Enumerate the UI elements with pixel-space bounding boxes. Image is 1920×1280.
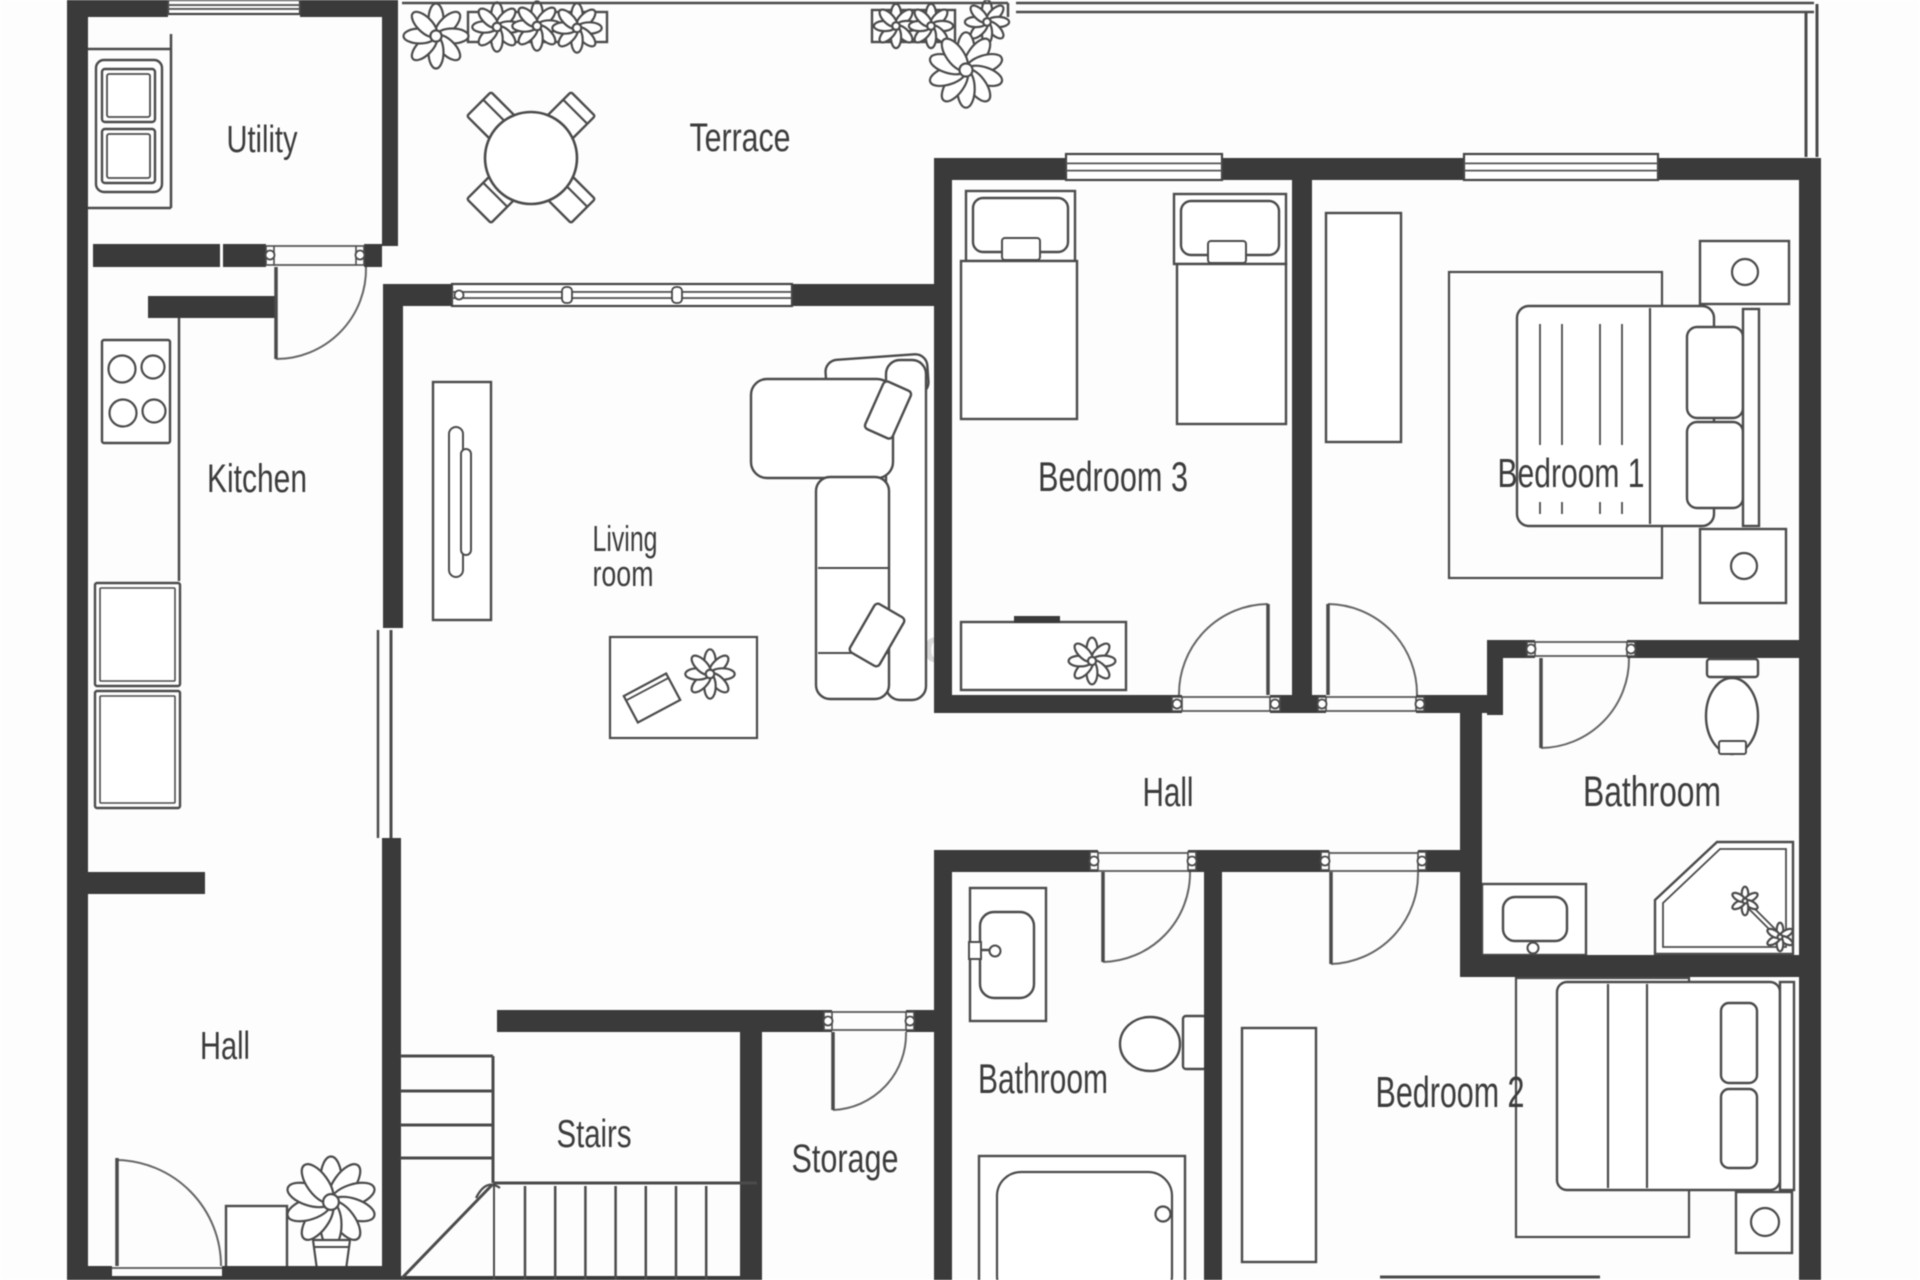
svg-text:Hall: Hall bbox=[200, 1025, 250, 1068]
svg-text:Storage: Storage bbox=[792, 1137, 899, 1181]
svg-text:Bedroom 2: Bedroom 2 bbox=[1376, 1068, 1525, 1117]
svg-text:Bedroom 1: Bedroom 1 bbox=[1498, 450, 1645, 496]
svg-text:Hall: Hall bbox=[1143, 769, 1194, 815]
svg-text:Stairs: Stairs bbox=[557, 1113, 632, 1156]
svg-text:room: room bbox=[593, 553, 654, 594]
svg-text:Bedroom 3: Bedroom 3 bbox=[1038, 453, 1188, 500]
svg-text:Bathroom: Bathroom bbox=[1583, 768, 1721, 816]
svg-text:Utility: Utility bbox=[227, 119, 298, 161]
svg-text:Bathroom: Bathroom bbox=[978, 1055, 1108, 1102]
svg-text:Terrace: Terrace bbox=[690, 116, 791, 160]
svg-text:Living: Living bbox=[593, 518, 658, 559]
svg-text:Kitchen: Kitchen bbox=[207, 457, 307, 501]
